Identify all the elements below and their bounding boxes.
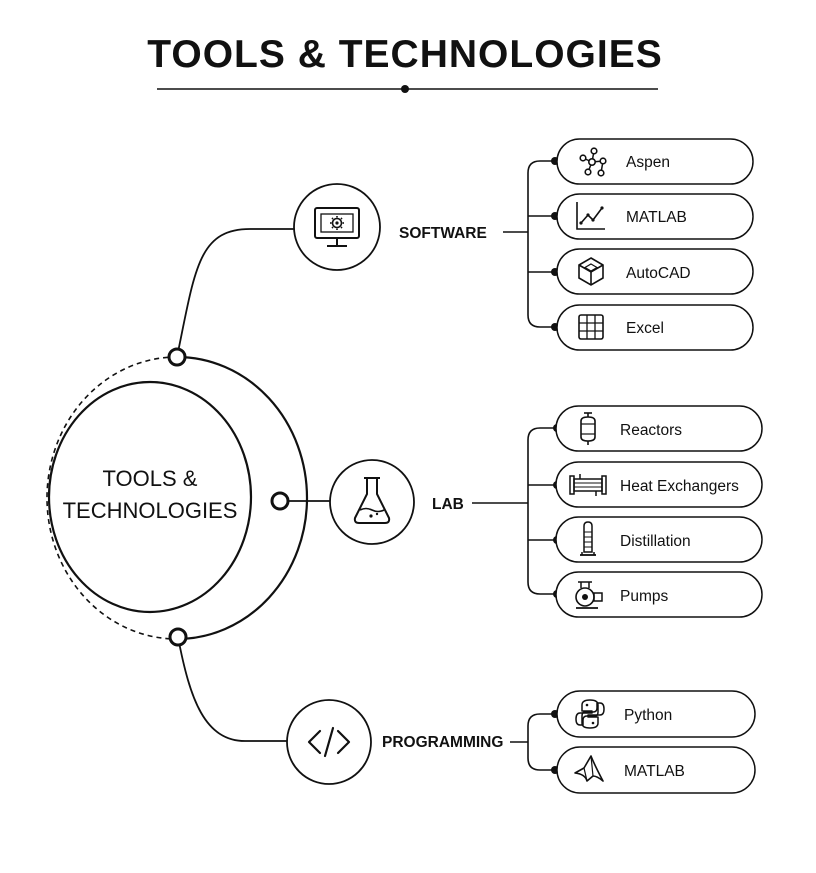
lab-item-heat-exchangers: Heat Exchangers <box>555 461 763 508</box>
pump-icon <box>575 581 603 609</box>
lab-branch-label: LAB <box>432 496 464 513</box>
lab-item-distillation: Distillation <box>555 516 763 563</box>
item-label-pumps: Pumps <box>620 588 668 605</box>
spreadsheet-grid-icon <box>578 314 604 340</box>
matlab-logo-icon <box>574 755 604 782</box>
programming-item-matlab: MATLAB <box>556 746 756 794</box>
software-item-matlab: MATLAB <box>556 193 754 240</box>
programming-item-python: Python <box>556 690 756 738</box>
lab-branch-circle <box>329 459 415 545</box>
center-hub: TOOLS & TECHNOLOGIES <box>46 355 309 641</box>
branch-lab: LAB <box>329 424 561 598</box>
hub-connectors <box>167 228 330 742</box>
flask-icon <box>353 477 391 524</box>
branch-software: SOFTWARE <box>293 157 559 331</box>
item-label-matlab-software: MATLAB <box>626 209 687 226</box>
lab-item-reactors: Reactors <box>555 405 763 452</box>
distillation-column-icon <box>580 521 596 556</box>
item-label-matlab-programming: MATLAB <box>624 763 685 780</box>
lab-item-pumps: Pumps <box>555 571 763 618</box>
code-brackets-icon <box>307 726 351 758</box>
item-label-autocad: AutoCAD <box>626 265 691 282</box>
heat-exchanger-icon <box>569 474 607 496</box>
monitor-gear-icon <box>314 207 360 247</box>
software-item-autocad: AutoCAD <box>556 248 754 295</box>
item-label-aspen: Aspen <box>626 154 670 171</box>
line-chart-icon <box>576 202 605 230</box>
item-label-distillation: Distillation <box>620 533 691 550</box>
branch-programming: PROGRAMMING <box>286 699 559 785</box>
item-label-reactors: Reactors <box>620 422 682 439</box>
item-label-heat-exchangers: Heat Exchangers <box>620 478 739 495</box>
molecule-network-icon <box>579 147 607 177</box>
software-item-excel: Excel <box>556 304 754 351</box>
center-title-line-1: TOOLS & <box>103 466 198 491</box>
item-label-python: Python <box>624 707 672 724</box>
software-item-aspen: Aspen <box>556 138 754 185</box>
programming-branch-label: PROGRAMMING <box>382 734 503 751</box>
title-underline <box>157 85 658 93</box>
reactor-vessel-icon <box>580 412 596 445</box>
software-branch-label: SOFTWARE <box>399 225 487 242</box>
python-logo-icon <box>575 699 605 729</box>
cube-icon <box>578 257 604 286</box>
page-title: TOOLS & TECHNOLOGIES <box>147 33 662 76</box>
item-label-excel: Excel <box>626 320 664 337</box>
center-title-line-2: TECHNOLOGIES <box>63 498 238 523</box>
